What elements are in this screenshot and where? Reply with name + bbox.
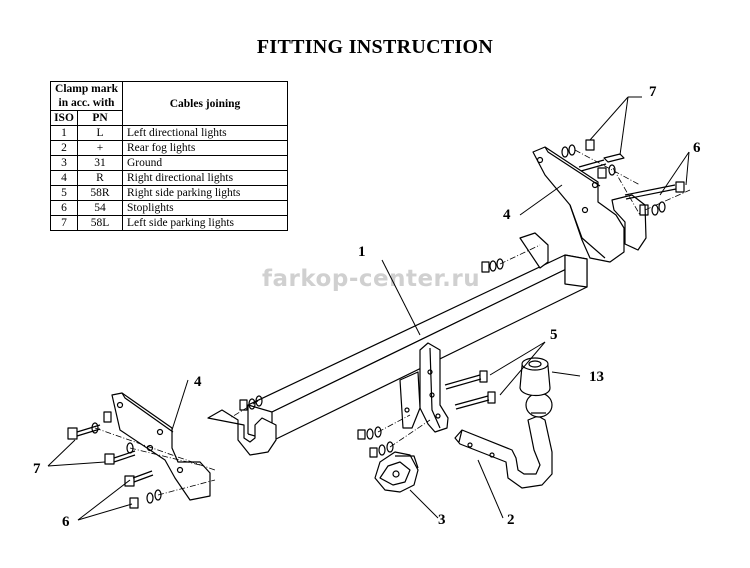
callout-7-left: 7 [33, 461, 41, 477]
page-title: FITTING INSTRUCTION [256, 36, 494, 58]
callout-1: 1 [358, 244, 366, 260]
callout-2: 2 [507, 512, 515, 528]
header-clamp-mark: Clamp mark in acc. with [50, 81, 123, 111]
callout-13: 13 [589, 369, 604, 385]
callout-6-right: 6 [693, 140, 701, 156]
cables-joining-table: Clamp mark in acc. with Cables joining I… [50, 81, 288, 231]
callout-3: 3 [438, 512, 446, 528]
callout-6-left: 6 [62, 514, 70, 530]
right-bracket [519, 146, 647, 269]
table-row: 3 31 Ground [50, 155, 288, 171]
callout-7-right: 7 [649, 84, 657, 100]
table-row: 5 58R Right side parking lights [50, 185, 288, 201]
assembly-axis-lines [94, 149, 691, 496]
callout-4-left: 4 [194, 374, 202, 390]
hardware-bolts [67, 139, 685, 509]
desc-cell: Left side parking lights [122, 215, 288, 231]
watermark-text: farkop-center.ru [262, 266, 481, 292]
callout-4-right: 4 [503, 207, 511, 223]
ball-mount-plate [399, 342, 449, 433]
table-row: 4 R Right directional lights [50, 170, 288, 186]
ball-cap [519, 357, 551, 397]
desc-cell: Right side parking lights [122, 185, 288, 201]
table-row: 2 + Rear fog lights [50, 140, 288, 156]
left-bracket [111, 392, 277, 501]
callout-leaders [47, 96, 690, 521]
pn-cell: 58R [77, 185, 123, 201]
table-row: 7 58L Left side parking lights [50, 215, 288, 231]
callout-5: 5 [550, 327, 558, 343]
header-pn: PN [77, 110, 123, 126]
tow-ball-neck [454, 392, 553, 489]
socket-plate [374, 451, 419, 493]
